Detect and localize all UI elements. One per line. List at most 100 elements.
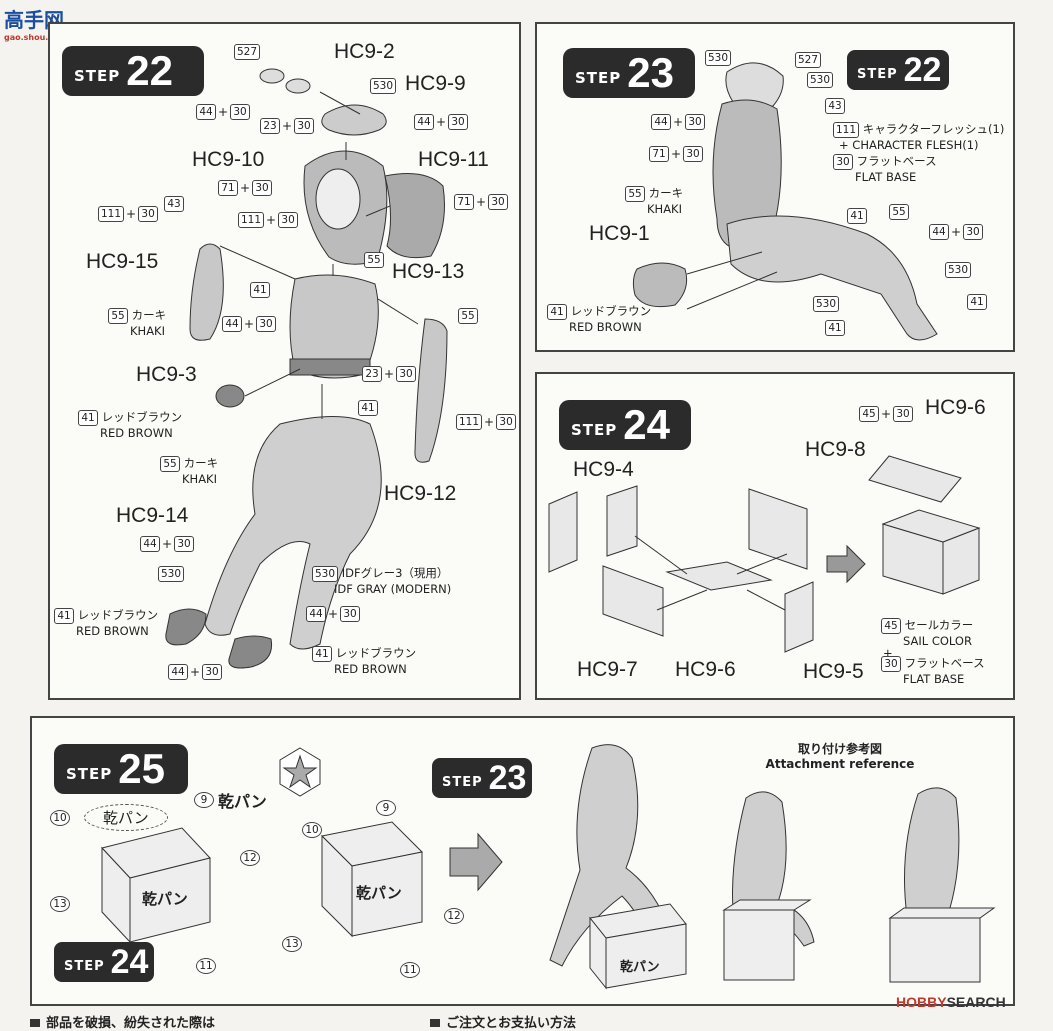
part-hc9-10: HC9-10 — [192, 148, 265, 171]
color-code-41-torso: 41 — [250, 282, 270, 298]
part-hc9-9: HC9-9 — [405, 72, 466, 96]
color-code-44-30-legs: 44+30 — [140, 536, 195, 552]
decal-13-left: 13 — [50, 896, 70, 912]
color-code-43: 43 — [164, 196, 184, 212]
s23-color-41-bottom: 41 — [825, 320, 845, 336]
s23-color-527: 527 — [795, 52, 822, 68]
step-25-badge: STEP 25 — [54, 744, 188, 794]
color-code-44-30-torso: 44+30 — [222, 316, 277, 332]
site-logo-url: gao.shou.com — [4, 33, 67, 42]
part-hc9-9-text: HC9-9 — [405, 72, 466, 95]
s23-color-43: 43 — [825, 98, 845, 114]
color-code-530: 530 — [370, 78, 397, 94]
part-hc9-11: HC9-11 — [418, 148, 489, 171]
step-24-badge: STEP 24 — [559, 400, 691, 450]
decal-9-left: 9 — [194, 792, 214, 808]
decal-11-left: 11 — [196, 958, 216, 974]
color-code-41-belt: 41 — [358, 400, 378, 416]
color-code-55-arm: 55 — [458, 308, 478, 324]
s23-color-530-right: 530 — [945, 262, 972, 278]
part-hc9-2: HC9-2 — [334, 40, 395, 63]
s23-color-44-30-right: 44+30 — [929, 224, 984, 240]
s23-color-44-30: 44+30 — [651, 114, 706, 130]
step-23-figure-illustration — [632, 62, 938, 341]
s24-part-hc9-5: HC9-5 — [803, 660, 864, 683]
step-24-crate-parts-illustration — [548, 455, 981, 653]
color-code-55-torso: 55 — [364, 252, 384, 268]
color-code-44-30: 44+30 — [196, 104, 251, 120]
color-code-44-30-boot2: 44+30 — [168, 664, 223, 680]
step-22-badge: STEP 22 — [62, 46, 204, 96]
decal-13-mid: 13 — [282, 936, 302, 952]
step-23-badge: STEP 23 — [563, 48, 695, 98]
step-24-ref-badge: STEP 24 — [54, 942, 154, 982]
part-hc9-3: HC9-3 — [136, 363, 197, 386]
step-22-figure-illustration — [165, 68, 448, 669]
s24-part-hc9-6-lid: HC9-6 — [925, 396, 986, 419]
s24-color-45-30: 45+30 — [859, 406, 914, 422]
decal-9-mid: 9 — [376, 800, 396, 816]
color-code-71-30-hood: 71+30 — [454, 194, 509, 210]
part-hc9-13: HC9-13 — [392, 260, 465, 283]
s24-part-hc9-4: HC9-4 — [573, 458, 634, 481]
part-hc9-1: HC9-1 — [589, 222, 650, 245]
step-22-panel: STEP 22 — [48, 22, 521, 700]
hobbysearch-watermark: HOBBYSEARCH — [896, 994, 1006, 1010]
step-23-panel: STEP 23 STEP 22 HC9-1 530 527 530 43 44+… — [535, 22, 1015, 352]
s23-color-71-30: 71+30 — [649, 146, 704, 162]
color-code-111-30-arm: 111+30 — [456, 414, 517, 430]
s23-color-530-top: 530 — [705, 50, 732, 66]
step-25-illustration — [101, 744, 996, 990]
color-code-527: 527 — [234, 44, 261, 60]
step-number: 22 — [126, 47, 173, 94]
s24-part-hc9-6-base: HC9-6 — [675, 658, 736, 681]
decal-12-left: 12 — [240, 850, 260, 866]
color-code-44-30-hat: 44+30 — [414, 114, 469, 130]
s23-color-55-right: 55 — [889, 204, 909, 220]
attachment-reference-title: 取り付け参考図 Attachment reference — [750, 742, 930, 772]
label-idf-gray: 530 IDFグレー3（現用）IDF GRAY (MODERN) — [312, 566, 451, 596]
decal-12-mid: 12 — [444, 908, 464, 924]
footer-bullet-right — [430, 1019, 440, 1027]
footer-heading-left: 部品を破損、紛失された際は — [30, 1012, 215, 1031]
color-code-111-30-hand: 111+30 — [98, 206, 159, 222]
s24-part-hc9-8: HC9-8 — [805, 438, 866, 461]
color-code-530-legs: 530 — [158, 566, 185, 582]
watermark-rest: SEARCH — [946, 994, 1006, 1010]
decal-kanpan-oval: 乾パン — [84, 804, 168, 831]
color-code-23-30: 23+30 — [260, 118, 315, 134]
s23-color-41-right: 41 — [967, 294, 987, 310]
color-code-71-30: 71+30 — [218, 180, 273, 196]
s24-label-sail-color: 45 セールカラー SAIL COLOR — [881, 618, 973, 648]
step-22-ref-badge: STEP 22 — [847, 50, 949, 90]
part-hc9-12: HC9-12 — [384, 482, 457, 505]
footer-bullet-left — [30, 1019, 40, 1027]
attachment-reference-jp: 取り付け参考図 — [797, 742, 882, 756]
color-code-44-30-boot: 44+30 — [306, 606, 361, 622]
crate-kanpan-left: 乾パン — [142, 890, 188, 908]
s23-color-41-mid: 41 — [847, 208, 867, 224]
s24-plus: + — [883, 646, 893, 660]
s23-color-530-goggles: 530 — [807, 72, 834, 88]
s24-part-hc9-7: HC9-7 — [577, 658, 638, 681]
decal-kanpan-top: 乾パン — [218, 792, 267, 811]
color-code-23-30-pocket: 23+30 — [362, 366, 417, 382]
part-hc9-14: HC9-14 — [116, 504, 189, 527]
step-word: STEP — [74, 67, 121, 85]
footer-heading-right: ご注文とお支払い方法 — [430, 1012, 576, 1031]
decal-10-left: 10 — [50, 810, 70, 826]
part-hc9-15: HC9-15 — [86, 250, 159, 273]
site-logo: 高手网 gao.shou.com — [4, 4, 67, 42]
step-24-panel: STEP 24 HC9-6 HC9-4 HC9-8 HC9-7 HC9-6 HC… — [535, 372, 1015, 700]
watermark-brand: HOBBY — [896, 994, 947, 1010]
step-25-panel: STEP 25 STEP 24 STEP 23 — [30, 716, 1015, 1006]
